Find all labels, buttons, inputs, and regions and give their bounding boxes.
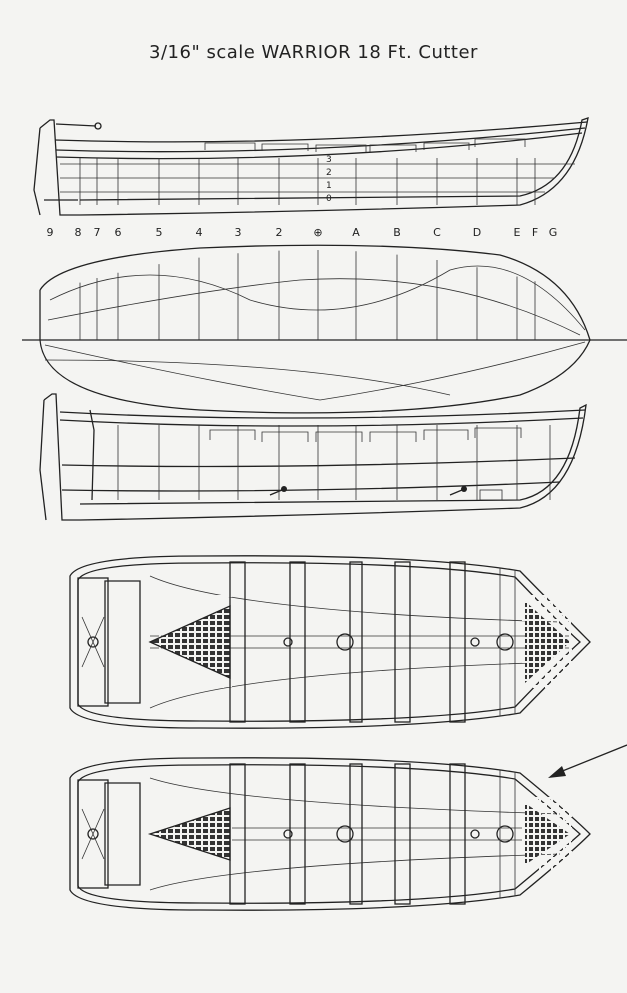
deck-plan-view-upper <box>69 555 591 729</box>
rudder-outline <box>39 399 47 521</box>
rudder-head <box>87 828 99 840</box>
hull-outline <box>69 757 591 911</box>
rubbing-strake <box>55 132 583 160</box>
bow-thwart-lines <box>499 770 516 898</box>
grating-fore <box>522 797 572 870</box>
thwart <box>229 561 246 723</box>
transom-knee <box>81 616 105 668</box>
transom-knee <box>81 808 105 860</box>
station-label: A <box>352 226 360 239</box>
waterline-label: 2 <box>326 168 332 178</box>
thwart <box>349 561 363 723</box>
station-label: ⊕ <box>313 226 322 239</box>
gunwale-line <box>55 127 586 153</box>
hull-outline <box>43 393 587 521</box>
station-label: 4 <box>196 226 203 239</box>
thwart-outlines <box>209 427 522 442</box>
thwart <box>394 561 411 723</box>
hull-outline <box>69 555 591 729</box>
stern-sheets <box>104 782 141 886</box>
mast-step <box>470 829 480 839</box>
rudder-head <box>87 636 99 648</box>
mast-step <box>283 637 293 647</box>
waterline-label: 0 <box>326 194 332 204</box>
station-label: 5 <box>156 226 163 239</box>
pointer-arrow <box>548 744 627 778</box>
tiller <box>55 123 97 127</box>
floor-line <box>61 481 561 492</box>
mast-step <box>283 829 293 839</box>
station-label: 9 <box>47 226 54 239</box>
grating-aft <box>147 797 232 870</box>
waterline-curve <box>44 341 586 401</box>
mast-step <box>496 633 514 651</box>
station-label: F <box>532 226 538 239</box>
station-label: 3 <box>235 226 242 239</box>
profile-station-lines <box>79 158 536 205</box>
station-label: G <box>549 226 558 239</box>
half-breadth-view <box>22 244 627 414</box>
stern-sheets <box>104 580 141 704</box>
station-label: 7 <box>94 226 101 239</box>
arrow-head <box>548 766 566 778</box>
station-label: E <box>514 226 521 239</box>
bow-thwart-lines <box>499 568 516 716</box>
mast-step <box>496 825 514 843</box>
sheer-line <box>54 121 588 143</box>
grating-fore <box>522 595 572 688</box>
mast-step <box>336 633 354 651</box>
inner-gunwale <box>77 764 581 904</box>
station-label: C <box>433 226 441 239</box>
bottom-boards <box>149 777 570 891</box>
half-breadth-station-lines <box>79 250 536 340</box>
waterline-label: 1 <box>326 181 332 191</box>
inner-gunwale <box>77 562 581 722</box>
mast-step <box>336 825 354 843</box>
transom <box>77 577 109 707</box>
inboard-profile-view <box>39 393 587 521</box>
station-label: 2 <box>276 226 283 239</box>
station-label: B <box>393 226 401 239</box>
mast-step <box>461 486 467 492</box>
waterline-label: 3 <box>326 155 332 165</box>
diagonal-line <box>47 278 581 336</box>
riser-line <box>61 457 576 468</box>
station-label: 8 <box>75 226 82 239</box>
station-label: D <box>473 226 481 239</box>
stern-post <box>89 409 95 501</box>
mast-step <box>470 637 480 647</box>
bottom-boards <box>149 575 570 709</box>
thwart <box>449 763 466 905</box>
diagonal-line <box>49 265 586 331</box>
thwart <box>289 763 306 905</box>
waterline-grid <box>60 163 575 193</box>
gunwale-line <box>59 409 586 419</box>
station-label: 6 <box>115 226 122 239</box>
thwart <box>289 561 306 723</box>
half-breadth-upper-outline <box>39 244 591 341</box>
drawing-title: 3/16" scale WARRIOR 18 Ft. Cutter <box>149 42 478 63</box>
mast-step <box>281 486 287 492</box>
half-breadth-lower-outline <box>39 339 591 414</box>
waterline-labels: 3 2 1 0 <box>326 155 332 204</box>
grating-aft <box>148 595 232 688</box>
grating-block <box>479 489 503 501</box>
thwart <box>349 763 363 905</box>
transom <box>77 779 109 889</box>
hull-outline <box>39 117 589 216</box>
tiller-knob <box>94 122 102 130</box>
arrow-shaft <box>559 744 627 773</box>
thwart <box>229 763 246 905</box>
rudder-outline <box>33 127 41 216</box>
frame-lines <box>117 425 551 500</box>
inwale-line <box>59 417 584 427</box>
thwart-outlines <box>204 138 526 152</box>
mast-step-fittings <box>269 489 463 496</box>
waterline-curve <box>44 359 451 396</box>
deck-plan-view-lower <box>69 757 591 911</box>
thwart <box>394 763 411 905</box>
thwart <box>449 561 466 723</box>
